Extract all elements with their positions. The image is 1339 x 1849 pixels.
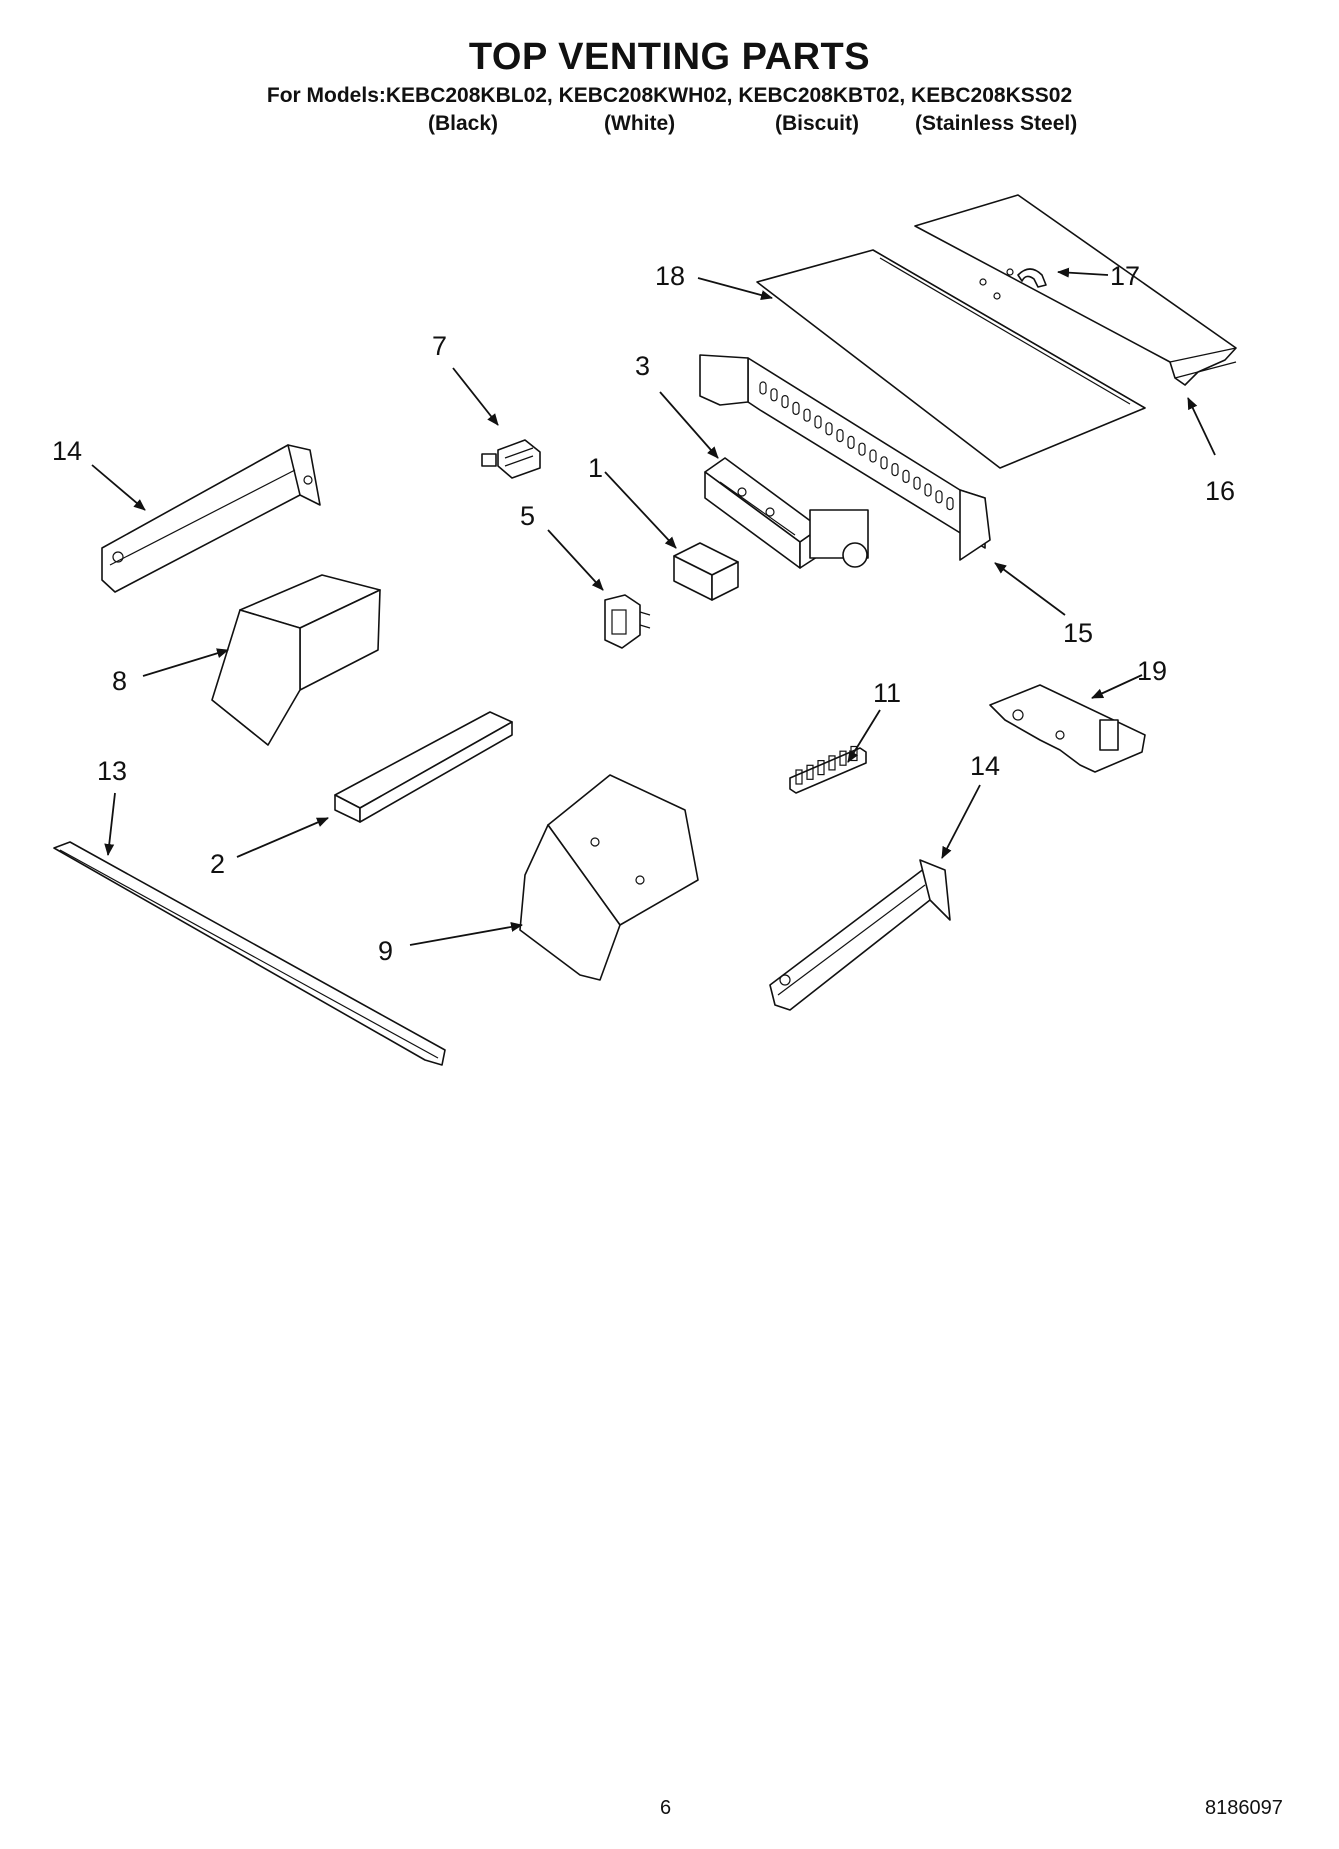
- part-17-bracket: [1017, 268, 1047, 288]
- part-9-duct-chute: [519, 774, 699, 981]
- variant-biscuit: (Biscuit): [775, 112, 859, 135]
- part-1-filter-block: [673, 542, 739, 601]
- part-18-shield-plate: [756, 249, 1146, 469]
- callout-labels: 18 17 16 15 3 7 1 5 14 8 2 13 9 11 14 19: [52, 261, 1235, 966]
- callout-18: 18: [655, 261, 685, 291]
- part-13-long-rail: [53, 841, 446, 1066]
- part-2-channel-bar: [334, 711, 513, 823]
- part-19-mounting-plate: [989, 684, 1146, 773]
- document-number: 8186097: [1205, 1797, 1283, 1819]
- callout-14-upper: 14: [52, 436, 82, 466]
- callout-9: 9: [378, 936, 393, 966]
- callout-16: 16: [1205, 476, 1235, 506]
- part-15-vented-channel: [699, 354, 991, 561]
- variant-stainless-steel: (Stainless Steel): [915, 112, 1078, 135]
- leader-lines: [91, 267, 1216, 946]
- callout-15: 15: [1063, 618, 1093, 648]
- variant-white: (White): [604, 112, 676, 135]
- callout-3: 3: [635, 351, 650, 381]
- part-14-side-bracket-lower: [769, 859, 951, 1011]
- models-line: For Models:KEBC208KBL02, KEBC208KWH02, K…: [266, 84, 1073, 107]
- callout-5: 5: [520, 501, 535, 531]
- callout-2: 2: [210, 849, 225, 879]
- callout-17: 17: [1110, 261, 1140, 291]
- part-5-switch: [604, 594, 651, 649]
- callout-19: 19: [1137, 656, 1167, 686]
- part-11-connector-strip: [789, 745, 867, 794]
- variant-black: (Black): [428, 112, 499, 135]
- page-title: TOP VENTING PARTS: [468, 36, 871, 78]
- callout-13: 13: [97, 756, 127, 786]
- part-16-top-panel: [914, 194, 1237, 386]
- part-7-terminal-block: [481, 439, 541, 479]
- part-14-side-bracket-upper: [101, 444, 321, 593]
- callout-8: 8: [112, 666, 127, 696]
- callout-11: 11: [873, 678, 901, 708]
- callout-7: 7: [432, 331, 447, 361]
- page-number: 6: [660, 1797, 672, 1819]
- part-8-duct: [211, 574, 381, 746]
- callout-14-lower: 14: [970, 751, 1000, 781]
- part-3-blower-motor: [704, 457, 869, 569]
- callout-1: 1: [588, 453, 603, 483]
